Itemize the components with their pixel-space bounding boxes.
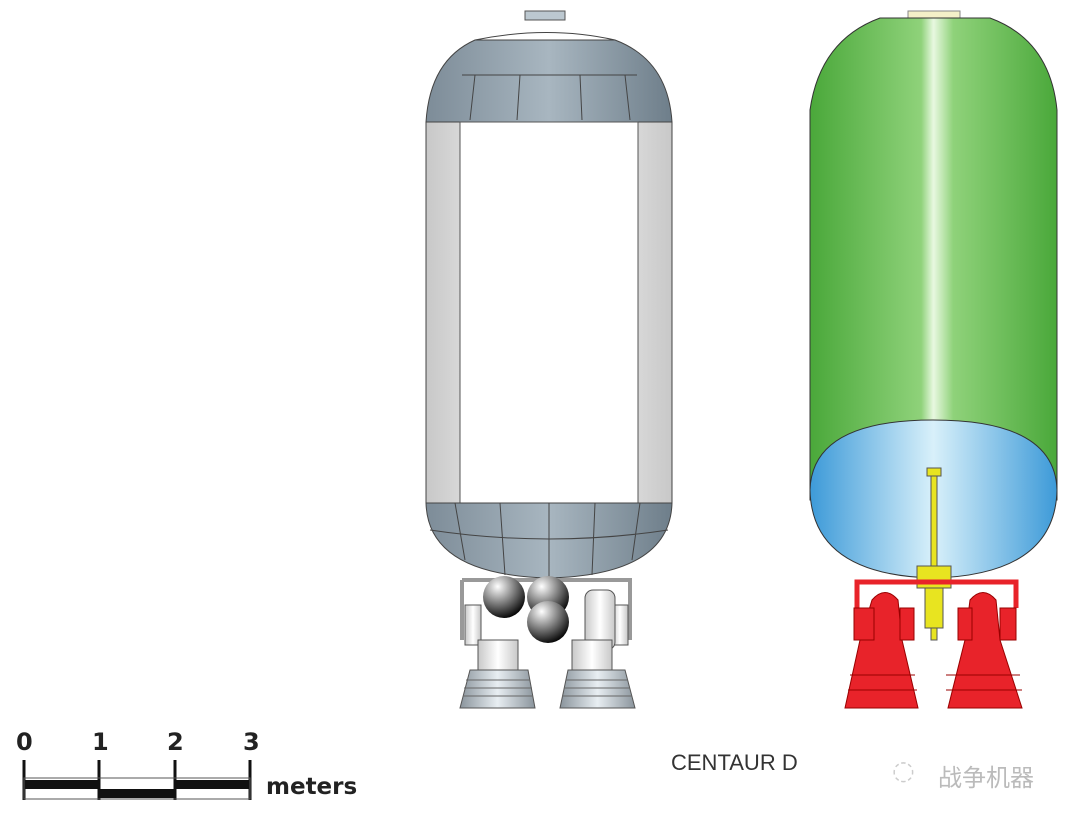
scale-tick-3: 3 — [243, 728, 260, 756]
wechat-icon: ◌ — [892, 756, 915, 786]
centaur-tank-gray — [425, 10, 673, 579]
scale-tick-1: 1 — [92, 728, 109, 756]
scale-unit: meters — [266, 774, 358, 800]
scale-tick-2: 2 — [167, 728, 184, 756]
scale-tick-0: 0 — [16, 728, 33, 756]
centaur-d-colored — [809, 10, 1058, 709]
helium-sphere — [483, 576, 525, 618]
scale-bar — [22, 760, 252, 800]
watermark: 战争机器 — [938, 764, 1034, 792]
rl10-engines-gray — [459, 576, 636, 709]
rl10-engines-red — [844, 579, 1023, 709]
diagram-title: CENTAUR D — [671, 750, 798, 775]
